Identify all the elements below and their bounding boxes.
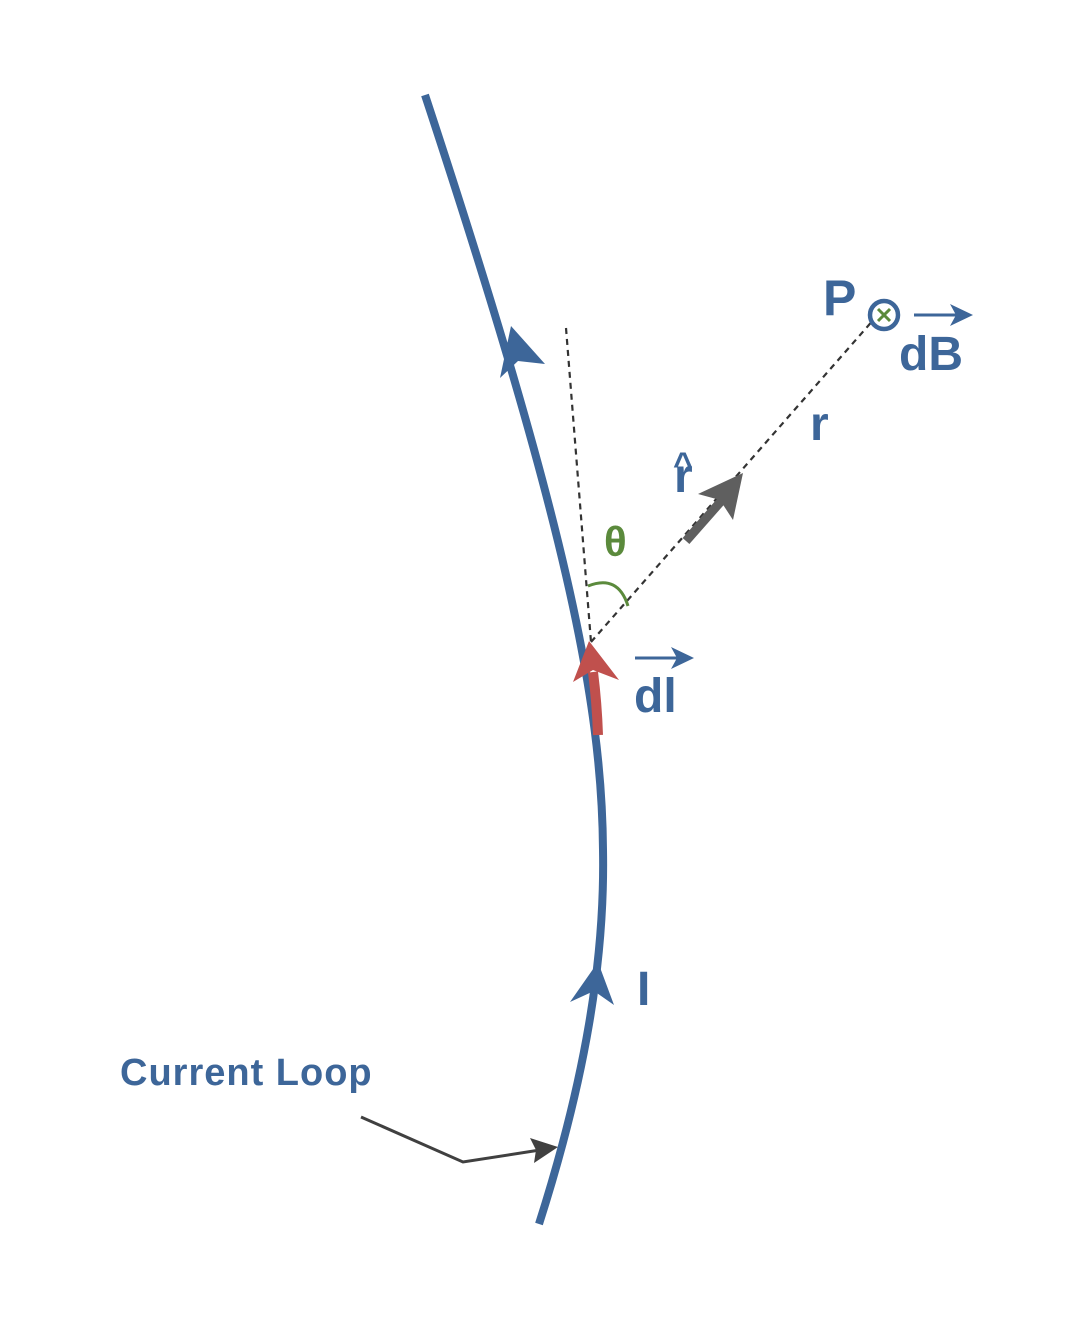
unit-vector-label: r — [674, 450, 693, 503]
current-arrow-upper — [500, 326, 545, 378]
current-i-label: I — [637, 963, 650, 1016]
into-page-cross-circle-icon — [867, 298, 901, 332]
current-arrow-lower — [570, 962, 614, 1005]
current-loop-label: Current Loop — [120, 1052, 373, 1094]
angle-arc — [587, 581, 630, 607]
current-loop-wire — [421, 93, 608, 1226]
element-dl-label: dl — [634, 670, 677, 723]
current-element-segment — [588, 671, 603, 736]
unit-vector-arrowhead — [698, 473, 743, 520]
distance-guide-line — [590, 317, 876, 643]
tangent-guide-line — [564, 327, 593, 643]
element-vector-arrow — [635, 647, 694, 669]
current-element-arrowhead — [573, 641, 619, 682]
angle-theta-label: θ — [604, 518, 627, 565]
field-vector-arrow — [914, 304, 973, 326]
point-p-label: P — [823, 270, 856, 326]
loop-pointer-arrowhead — [530, 1138, 558, 1163]
unit-vector-shaft — [682, 496, 727, 544]
field-db-label: dB — [899, 328, 963, 381]
loop-pointer-line — [360, 1115, 541, 1164]
unit-vector-hat: ^ — [673, 446, 693, 484]
distance-r-label: r — [810, 398, 829, 451]
